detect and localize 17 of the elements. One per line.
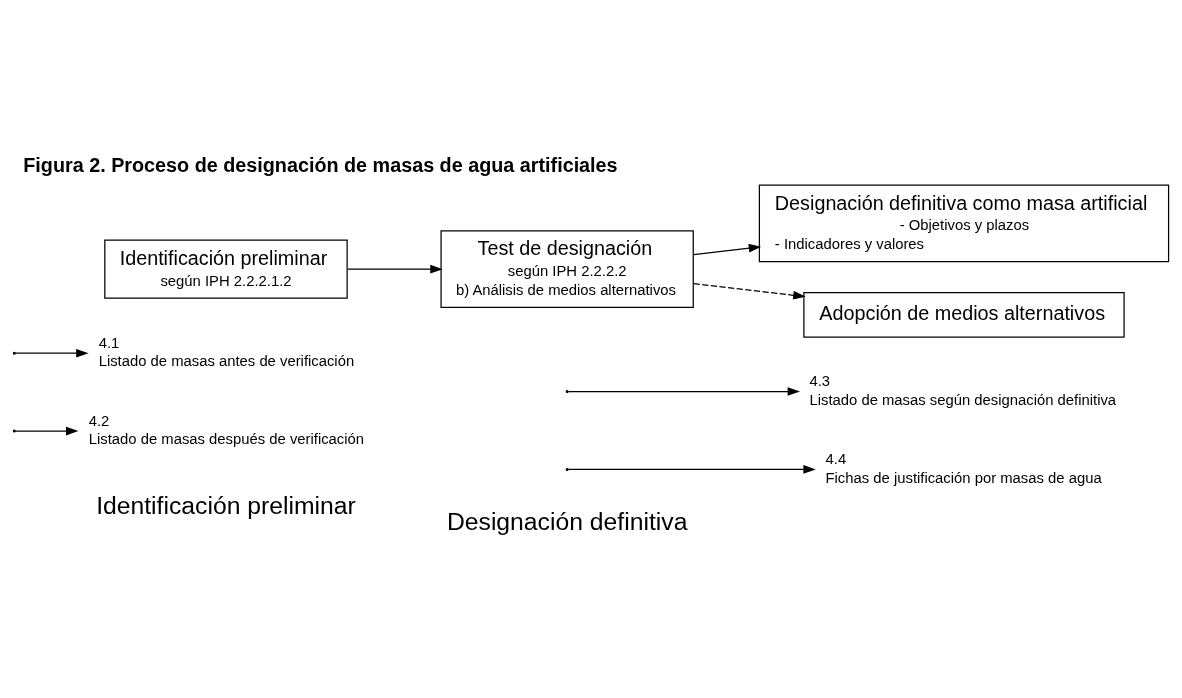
arrow xyxy=(14,348,89,358)
arrow xyxy=(693,243,762,255)
node-text: 4.1 Listado de masas antes de verificación xyxy=(98,334,355,369)
label: Identificación preliminar xyxy=(96,491,356,519)
node-box: Designación definitiva como masa artificial - Objetivos y plazos - Indicadores y valores xyxy=(758,183,1170,262)
node-text: 4.4 Fichas de justificación por masas de agua xyxy=(825,450,1102,486)
arrow xyxy=(346,264,443,273)
node-text: 4.3 Listado de masas según designación definitiva xyxy=(809,372,1117,408)
node-box: Test de designación según IPH 2.2.2.2 b) Análisis de medios alternativos xyxy=(440,229,694,308)
arrow xyxy=(693,282,806,300)
arrow xyxy=(567,386,800,396)
label: Designación definitiva xyxy=(446,507,688,535)
node-text: 4.2 Listado de masas después de verificación xyxy=(88,412,365,447)
node-box: Identificación preliminar según IPH 2.2.2.1.2 xyxy=(104,239,348,299)
node-box: Adopción de medios alternativos xyxy=(803,291,1125,338)
diagram-title: Figura 2. Proceso de designación de masas de agua artificiales xyxy=(23,153,618,176)
arrow xyxy=(567,464,816,474)
